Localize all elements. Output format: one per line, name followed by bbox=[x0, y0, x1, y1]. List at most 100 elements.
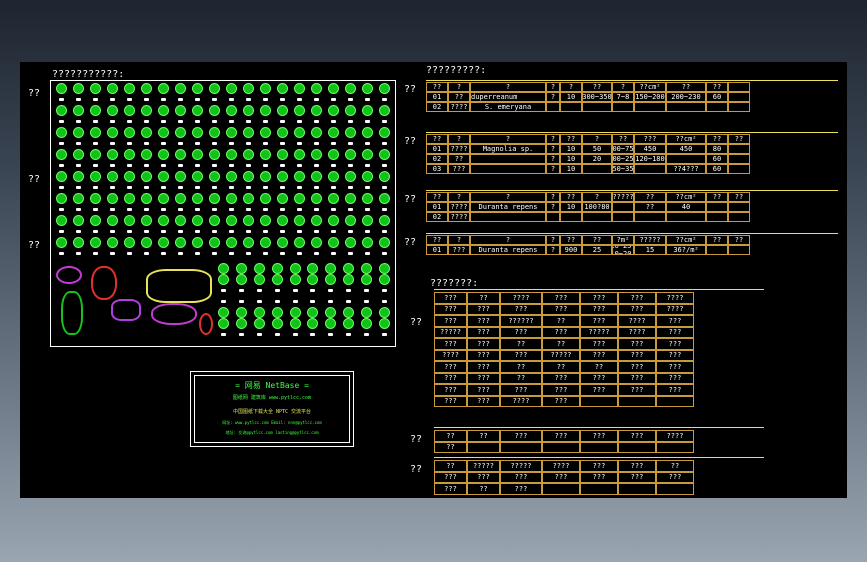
plant-symbol-icon bbox=[233, 296, 251, 307]
table-cell bbox=[706, 202, 728, 212]
plant-symbol-icon bbox=[189, 138, 206, 149]
table-cell: ???? bbox=[618, 326, 656, 338]
plant-symbol-icon bbox=[223, 94, 240, 105]
plant-symbol-icon bbox=[53, 248, 70, 259]
table-cell: ??? bbox=[500, 349, 542, 361]
plant-symbol-icon bbox=[342, 193, 359, 204]
table-cell: ??? bbox=[656, 315, 694, 327]
plant-symbol-icon bbox=[257, 193, 274, 204]
table-cell: ???? bbox=[656, 303, 694, 315]
plant-symbol-icon bbox=[138, 204, 155, 215]
plant-symbol-icon bbox=[223, 237, 240, 248]
table-cell bbox=[582, 164, 612, 174]
plant-symbol-icon bbox=[340, 285, 358, 296]
plant-symbol-icon bbox=[138, 105, 155, 116]
plant-symbol-icon bbox=[342, 204, 359, 215]
plant-symbol-icon bbox=[274, 127, 291, 138]
right-side-label: ?? bbox=[410, 434, 423, 445]
plant-symbol-icon bbox=[274, 171, 291, 182]
plant-symbol-icon bbox=[53, 204, 70, 215]
plant-symbol-icon bbox=[325, 138, 342, 149]
plant-symbol-icon bbox=[304, 274, 322, 285]
plant-symbol-icon bbox=[87, 160, 104, 171]
plant-symbol-icon bbox=[322, 285, 340, 296]
cad-drawing-canvas[interactable]: ???????????: ?? ?? ?? = 网易 NetBase = 图纸网… bbox=[20, 62, 847, 498]
plant-symbol-icon bbox=[155, 94, 172, 105]
plant-symbol-icon bbox=[206, 226, 223, 237]
table-cell: ?? bbox=[500, 338, 542, 350]
plant-symbol-icon bbox=[240, 193, 257, 204]
plant-symbol-icon bbox=[121, 237, 138, 248]
plant-symbol-icon bbox=[257, 237, 274, 248]
plant-symbol-icon bbox=[359, 182, 376, 193]
table-cell: ???? bbox=[448, 212, 470, 222]
plant-symbol-icon bbox=[104, 226, 121, 237]
table-cell: ? bbox=[546, 144, 560, 154]
table-cell: Duranta repens bbox=[470, 202, 546, 212]
plant-symbol-icon bbox=[308, 149, 325, 160]
table-cell: 20 bbox=[582, 154, 612, 164]
plant-symbol-icon bbox=[291, 160, 308, 171]
plant-symbol-grid-lower bbox=[215, 263, 393, 345]
left-side-label: ?? bbox=[28, 174, 41, 185]
table-divider bbox=[426, 80, 838, 81]
table-cell: ??? bbox=[434, 471, 467, 483]
plant-symbol-icon bbox=[240, 127, 257, 138]
plant-symbol-icon bbox=[274, 138, 291, 149]
plant-symbol-icon bbox=[325, 127, 342, 138]
plant-symbol-icon bbox=[206, 83, 223, 94]
plant-symbol-icon bbox=[223, 127, 240, 138]
plant-symbol-icon bbox=[308, 171, 325, 182]
table-cell: ????? bbox=[467, 460, 500, 472]
table-cell: ?? bbox=[448, 154, 470, 164]
plant-symbol-icon bbox=[251, 285, 269, 296]
plant-symbol-icon bbox=[359, 127, 376, 138]
plant-symbol-icon bbox=[155, 127, 172, 138]
table-cell: ??? bbox=[580, 384, 618, 396]
plant-symbol-icon bbox=[257, 83, 274, 94]
plant-symbol-icon bbox=[342, 149, 359, 160]
plant-symbol-icon bbox=[308, 226, 325, 237]
plant-symbol-icon bbox=[53, 226, 70, 237]
plant-symbol-icon bbox=[240, 138, 257, 149]
table-cell: 25 bbox=[582, 245, 612, 255]
table-cell: ??? bbox=[656, 326, 694, 338]
table-cell: ??? bbox=[542, 471, 580, 483]
plant-symbol-icon bbox=[291, 127, 308, 138]
table-cell: 10 bbox=[560, 202, 582, 212]
plant-symbol-icon bbox=[291, 215, 308, 226]
table-cell: ??4??? bbox=[666, 164, 706, 174]
plant-symbol-icon bbox=[206, 160, 223, 171]
plant-symbol-icon bbox=[206, 248, 223, 259]
plant-symbol-icon bbox=[376, 237, 393, 248]
table-cell: ? bbox=[546, 202, 560, 212]
plant-symbol-icon bbox=[340, 329, 358, 340]
plant-symbol-icon bbox=[172, 83, 189, 94]
table-cell bbox=[580, 441, 618, 453]
plant-symbol-icon bbox=[138, 215, 155, 226]
plant-symbol-icon bbox=[172, 127, 189, 138]
plant-symbol-icon bbox=[357, 318, 375, 329]
table-cell: 80 bbox=[706, 144, 728, 154]
plant-symbol-icon bbox=[325, 204, 342, 215]
table-cell: ? bbox=[470, 82, 546, 92]
plant-symbol-icon bbox=[70, 204, 87, 215]
symbol-sheet-frame bbox=[50, 80, 396, 347]
plant-symbol-icon bbox=[268, 274, 286, 285]
table-cell: ??? bbox=[618, 349, 656, 361]
plant-symbol-icon bbox=[257, 105, 274, 116]
table-cell: ??? bbox=[434, 372, 467, 384]
plant-symbol-icon bbox=[359, 204, 376, 215]
table-cell bbox=[656, 395, 694, 407]
plant-symbol-icon bbox=[189, 160, 206, 171]
plant-symbol-icon bbox=[87, 237, 104, 248]
table-cell: ?? bbox=[434, 460, 467, 472]
plant-symbol-icon bbox=[342, 182, 359, 193]
table-cell bbox=[728, 82, 750, 92]
plant-symbol-icon bbox=[172, 116, 189, 127]
plant-symbol-icon bbox=[215, 307, 233, 318]
plant-symbol-icon bbox=[233, 263, 251, 274]
plant-symbol-icon bbox=[291, 182, 308, 193]
plant-symbol-icon bbox=[357, 285, 375, 296]
plant-symbol-icon bbox=[375, 285, 393, 296]
